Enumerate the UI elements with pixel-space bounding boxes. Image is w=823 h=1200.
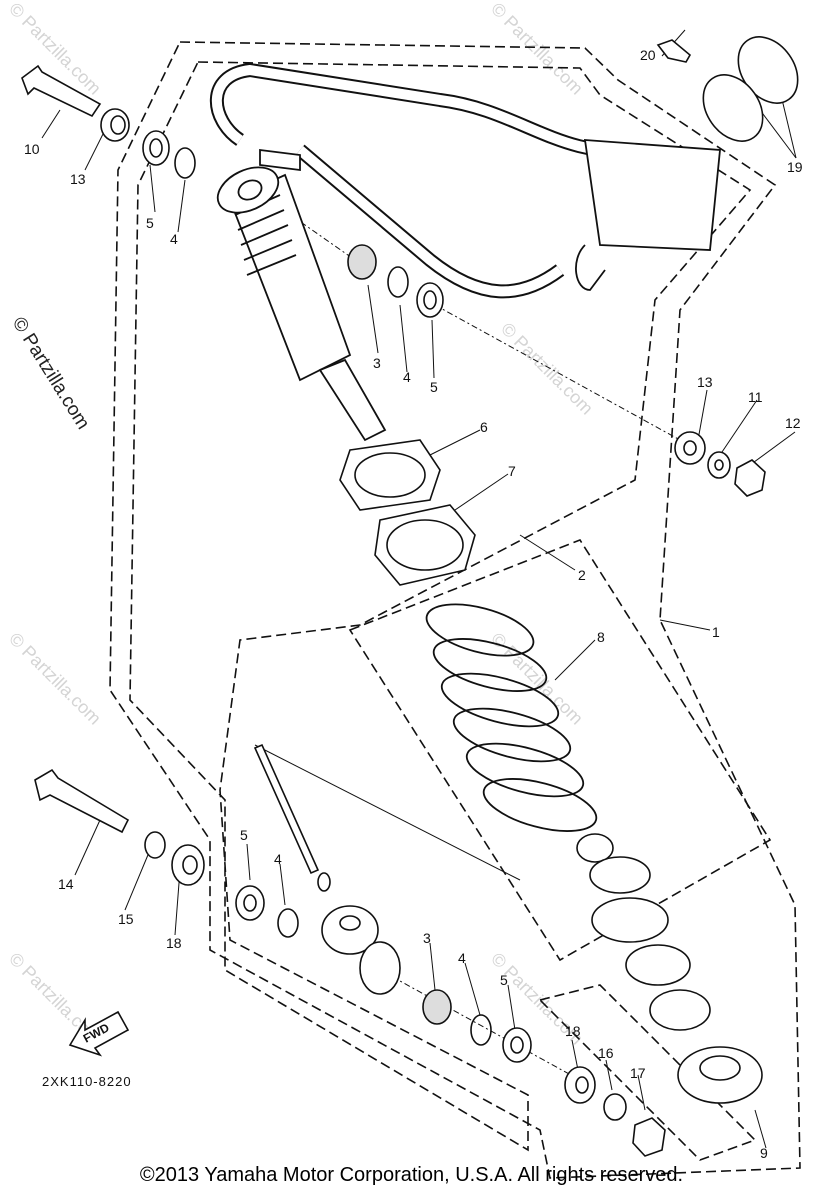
spring-8-shape — [425, 603, 598, 832]
seal-5-lower-left-shape — [235, 885, 265, 921]
callout-5-mid: 5 — [430, 379, 438, 395]
callout-18-right: 18 — [565, 1023, 581, 1039]
leader-lines — [41, 29, 797, 1149]
callout-4-mid: 4 — [403, 369, 411, 385]
callout-18-left: 18 — [166, 935, 182, 951]
callout-14: 14 — [58, 876, 74, 892]
seal-5-lower-right-shape — [502, 1027, 532, 1063]
fwd-arrow-icon — [68, 1010, 130, 1057]
callout-8: 8 — [597, 629, 605, 645]
callout-10: 10 — [24, 141, 40, 157]
ring-nut-6-shape — [339, 439, 441, 511]
bolt-14-shape — [34, 768, 130, 834]
shock-absorber-body — [209, 62, 721, 442]
screw-20-shape — [656, 39, 692, 63]
callout-15: 15 — [118, 911, 134, 927]
bolt-10-shape — [21, 64, 102, 118]
callout-13-right: 13 — [697, 374, 713, 390]
callout-2: 2 — [578, 567, 586, 583]
watermark-dark: © Partzilla.com — [8, 314, 94, 434]
callout-3-lower: 3 — [423, 930, 431, 946]
collar-13-shape — [100, 108, 130, 142]
callout-17: 17 — [630, 1065, 646, 1081]
ring-nut-7-shape — [374, 504, 476, 586]
outline-assembly-1 — [109, 41, 801, 1179]
circlip-4-lower-left-shape — [277, 908, 299, 938]
lower-seat-parts — [576, 833, 711, 1031]
watermark: © Partzilla.com — [487, 0, 587, 99]
callout-13-upper: 13 — [70, 171, 86, 187]
diagram-code: 2XK110-8220 — [42, 1074, 132, 1089]
callout-11: 11 — [748, 389, 763, 405]
collar-13-right-shape — [674, 431, 706, 465]
callout-4-lower-left: 4 — [274, 851, 282, 867]
callout-1: 1 — [712, 624, 720, 640]
clevis-9-shape — [677, 1046, 763, 1104]
callout-5-lower-left: 5 — [240, 827, 248, 843]
seal-5-mid-shape — [416, 282, 444, 318]
callout-16: 16 — [598, 1045, 614, 1061]
nut-17-shape — [632, 1117, 666, 1157]
washer-15-shape — [144, 831, 166, 859]
watermark: © Partzilla.com — [497, 319, 597, 419]
callout-4-lower-right: 4 — [458, 950, 466, 966]
watermark: © Partzilla.com — [5, 629, 105, 729]
callout-12: 12 — [785, 415, 801, 431]
callout-5-upper: 5 — [146, 215, 154, 231]
collar-18-right-shape — [564, 1066, 596, 1104]
bracket-19-shape — [702, 36, 799, 142]
circlip-4-upper-shape — [174, 147, 196, 179]
callout-5-lower-right: 5 — [500, 972, 508, 988]
washer-16-shape — [603, 1093, 627, 1121]
callout-4-upper: 4 — [170, 231, 178, 247]
washer-11-shape — [707, 451, 731, 479]
callout-3-mid: 3 — [373, 355, 381, 371]
callout-19: 19 — [787, 159, 803, 175]
bushing-3-mid-shape — [347, 244, 377, 280]
outline-bottom-group — [538, 984, 757, 1161]
callout-6: 6 — [480, 419, 488, 435]
nut-12-shape — [734, 459, 766, 497]
callout-labels: 10 13 5 4 3 4 5 6 7 2 8 1 13 11 12 19 20… — [24, 47, 803, 1161]
callout-9: 9 — [760, 1145, 768, 1161]
bushing-3-lower-shape — [422, 989, 452, 1025]
seal-5-upper-shape — [142, 130, 170, 166]
circlip-4-lower-right-shape — [470, 1014, 492, 1046]
copyright-notice: ©2013 Yamaha Motor Corporation, U.S.A. A… — [139, 1164, 684, 1186]
callout-20: 20 — [640, 47, 656, 63]
collar-18-left-shape — [171, 844, 205, 886]
circlip-4-mid-shape — [387, 266, 409, 298]
lower-rod-and-eye — [253, 743, 401, 995]
outline-spring-group — [348, 539, 772, 962]
callout-7: 7 — [508, 463, 516, 479]
